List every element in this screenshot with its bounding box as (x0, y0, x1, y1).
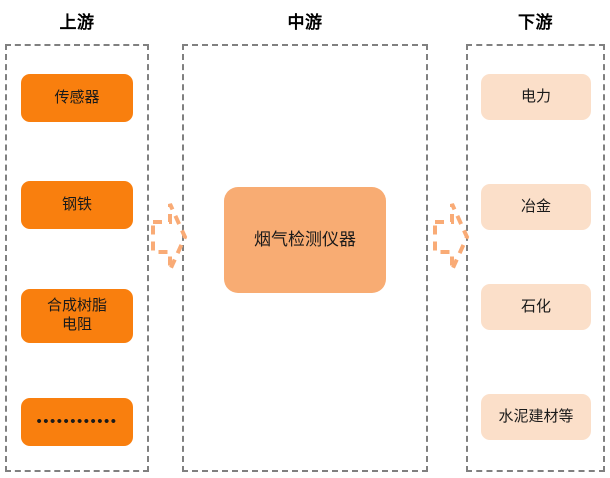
node-midstream-flue-gas-detection-instrument[interactable]: 烟气检测仪器 (224, 187, 386, 293)
node-downstream-metallurgy[interactable]: 冶金 (481, 184, 591, 230)
group-container-upstream (5, 44, 149, 472)
node-downstream-petrochemical[interactable]: 石化 (481, 284, 591, 330)
node-label: •••••••••••• (36, 412, 118, 430)
node-downstream-power[interactable]: 电力 (481, 74, 591, 120)
node-label: 传感器 (54, 88, 100, 106)
node-label: 合成树脂电阻 (46, 297, 107, 333)
column-title-downstream: 下游 (518, 13, 553, 32)
node-upstream-steel[interactable]: 钢铁 (21, 181, 133, 229)
arrow-upstream-to-midstream-icon (150, 200, 188, 274)
node-upstream-sensor[interactable]: 传感器 (21, 74, 133, 122)
arrow-midstream-to-downstream-icon (432, 200, 470, 274)
node-upstream-ellipsis[interactable]: •••••••••••• (21, 398, 133, 446)
node-downstream-cement-building-materials[interactable]: 水泥建材等 (481, 394, 591, 440)
group-container-midstream (182, 44, 428, 472)
group-container-downstream (466, 44, 605, 472)
node-label: 烟气检测仪器 (254, 230, 356, 250)
column-title-upstream: 上游 (59, 13, 95, 32)
column-title-midstream: 中游 (287, 13, 323, 32)
node-label: 冶金 (520, 197, 551, 215)
node-label: 水泥建材等 (498, 407, 574, 425)
node-label: 石化 (520, 297, 551, 315)
node-label: 钢铁 (61, 195, 92, 213)
node-label: 电力 (520, 87, 551, 105)
node-upstream-synthetic-resin-resistor[interactable]: 合成树脂电阻 (21, 289, 133, 343)
